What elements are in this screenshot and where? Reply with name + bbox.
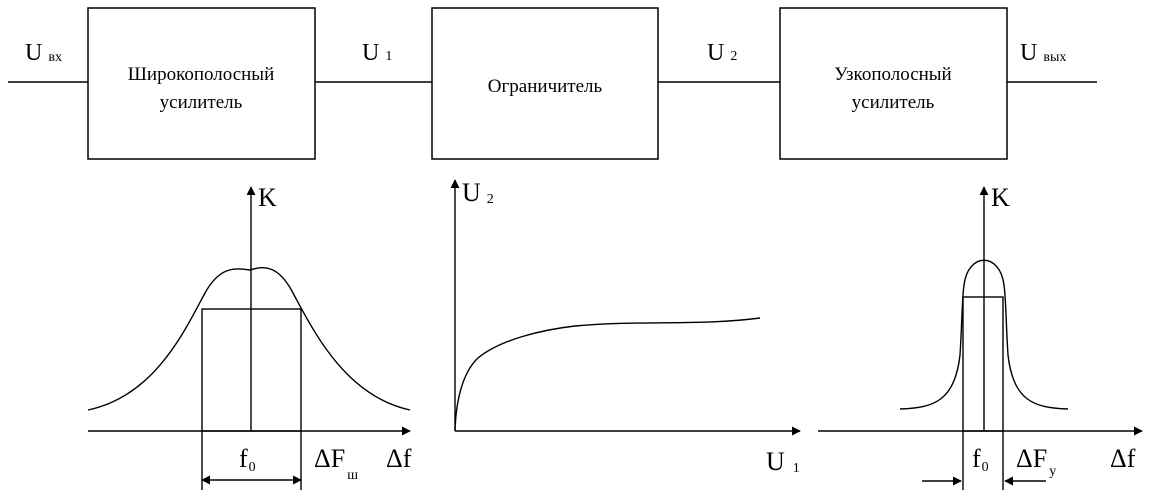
limiter-label: Ограничитель <box>488 76 603 97</box>
wideband-response-curve <box>87 267 411 411</box>
limiter-curve <box>454 317 761 432</box>
wideband-bandwidth-label: ΔFш <box>314 444 358 483</box>
left-f0-label: f0 <box>239 444 256 475</box>
wideband-response-graph: K Δf f0 ΔFш <box>87 183 412 490</box>
wideband-bandwidth-rect <box>201 308 302 432</box>
left-x-axis-label: Δf <box>386 444 412 473</box>
right-f0-label: f0 <box>972 444 989 475</box>
narrowband-amp-label-line2: усилитель <box>852 92 935 113</box>
right-x-axis-label: Δf <box>1110 444 1136 473</box>
narrowband-response-curve <box>899 259 1069 410</box>
wideband-amplifier-block <box>87 7 316 160</box>
limiter-block <box>431 7 659 160</box>
wideband-amp-label-line2: усилитель <box>160 92 243 113</box>
right-y-axis-label: K <box>991 183 1010 212</box>
narrowband-bandwidth-rect <box>962 296 1004 432</box>
narrowband-amp-label-line1: Узкополосный <box>834 64 951 85</box>
narrowband-amplifier-block <box>779 7 1008 160</box>
signal-chain: Широкополосный усилитель Ограничитель Уз… <box>8 7 1097 160</box>
wideband-amp-label-line1: Широкополосный <box>128 64 275 85</box>
left-y-axis-label: K <box>258 183 277 212</box>
